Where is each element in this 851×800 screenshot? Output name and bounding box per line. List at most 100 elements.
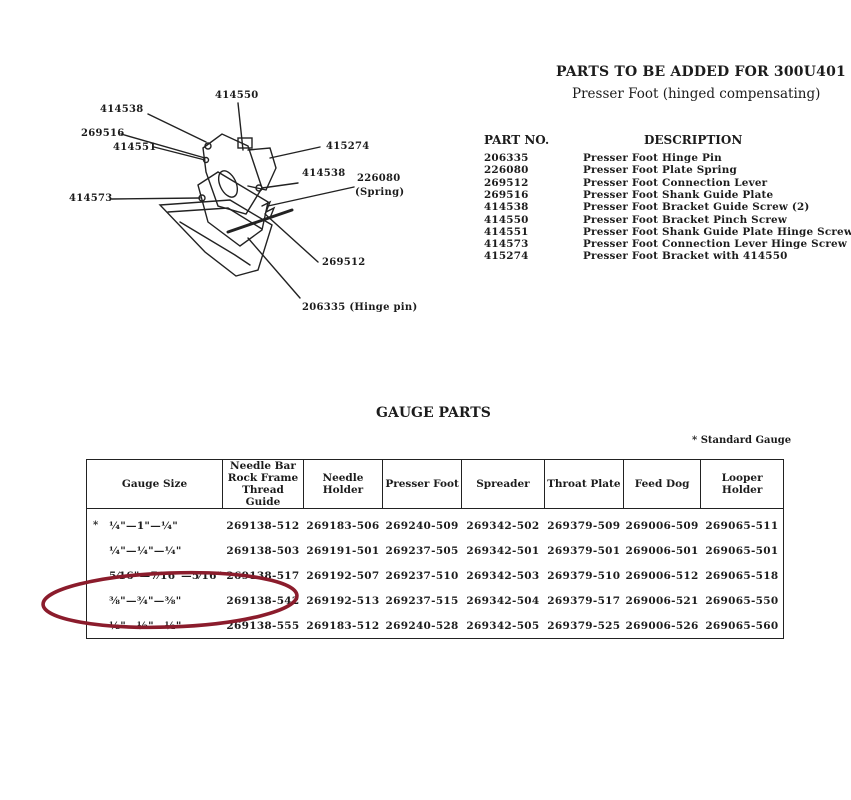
part-number-cell: 269006-526 xyxy=(625,619,699,632)
part-number-cell: 269065-511 xyxy=(705,519,779,532)
parts-title: PARTS TO BE ADDED FOR 300U401 xyxy=(556,64,846,80)
column-header: Feed Dog xyxy=(622,459,702,509)
foot-sole-edge xyxy=(167,207,263,230)
part-number-cell: 269006-501 xyxy=(625,544,699,557)
screw-414538-a xyxy=(204,142,212,150)
part-number: 269516 xyxy=(484,188,529,201)
gauge-body: *¼"—1"—¼"269138-512 269183-506 269240-509 2… xyxy=(86,508,784,639)
part-number: 414550 xyxy=(484,213,529,226)
part-description: Presser Foot Shank Guide Plate xyxy=(583,188,774,201)
column-header: Spreader xyxy=(461,459,545,509)
callout-spring: (Spring) xyxy=(355,187,405,198)
leader-226080 xyxy=(267,186,355,207)
part-description: Presser Foot Bracket with 414550 xyxy=(583,250,788,263)
gauge-size-cell: ¼"—¼"—¼" xyxy=(87,538,223,563)
part-number-cell: 269379-517 xyxy=(547,594,621,607)
gauge-size-cell: *¼"—1"—¼" xyxy=(87,509,223,539)
callout-269512: 269512 xyxy=(322,257,366,268)
part-number-cell: 269065-560 xyxy=(705,619,779,632)
column-header: Gauge Size xyxy=(85,459,224,509)
leader-269512 xyxy=(264,213,319,263)
part-number-cell: 269379-525 xyxy=(547,619,621,632)
part-number-cell: 269342-504 xyxy=(466,594,540,607)
standard-gauge-note: * Standard Gauge xyxy=(692,435,792,446)
gauge-size: ⅜"—¾"—⅜" xyxy=(109,594,182,607)
callout-269516: 269516 xyxy=(81,128,125,139)
callout-415274: 415274 xyxy=(326,141,370,152)
part-number-cell: 269379-510 xyxy=(547,569,621,582)
callout-226080: 226080 xyxy=(357,173,401,184)
part-number-cell: 269379-509 xyxy=(547,519,621,532)
gauge-row: *¼"—1"—¼"269138-512 269183-506 269240-509 2… xyxy=(87,509,784,539)
guide-plate-slot xyxy=(217,170,239,198)
leader-414573 xyxy=(111,197,201,200)
part-number-cell: 269138-542 xyxy=(226,594,300,607)
bracket-shape xyxy=(247,147,277,191)
callout-414538-b: 414538 xyxy=(302,168,346,179)
part-number-cell: 269237-510 xyxy=(385,569,459,582)
part-description: Presser Foot Connection Lever xyxy=(583,176,768,189)
gauge-row: ⅜"—¾"—⅜" 269138-542 269192-513 269237-515 26… xyxy=(87,588,784,613)
parts-subtitle: Presser Foot (hinged compensating) xyxy=(572,86,821,102)
part-description: Presser Foot Bracket Guide Screw (2) xyxy=(583,201,810,214)
standard-marker: * xyxy=(93,519,99,531)
part-number-cell: 269237-515 xyxy=(385,594,459,607)
part-number-cell: 269006-521 xyxy=(625,594,699,607)
part-number-cell: 269138-555 xyxy=(226,619,300,632)
description-header: DESCRIPTION xyxy=(644,133,743,147)
screw-414573 xyxy=(198,194,206,202)
leader-206335 xyxy=(247,237,301,299)
shank-guide-plate-shape xyxy=(202,133,263,215)
gauge-size: ¼"—¼"—¼" xyxy=(109,544,182,557)
highlight-ellipse xyxy=(41,570,299,630)
callout-206335: 206335 (Hinge pin) xyxy=(302,302,418,313)
part-number: 414573 xyxy=(484,238,529,251)
part-no-header: PART NO. xyxy=(484,133,550,147)
callout-414550: 414550 xyxy=(215,90,259,101)
column-header: Looper Holder xyxy=(700,459,784,509)
connection-lever-shape xyxy=(197,171,269,247)
leader-414538-a xyxy=(147,113,207,143)
leader-414550 xyxy=(237,102,244,151)
part-description: Presser Foot Bracket Pinch Screw xyxy=(583,213,788,226)
part-description: Presser Foot Shank Guide Plate Hinge Scr… xyxy=(583,225,851,238)
screw-414551 xyxy=(202,156,210,164)
part-number-cell: 269183-512 xyxy=(306,619,380,632)
part-number: 269512 xyxy=(484,176,529,189)
part-number: 415274 xyxy=(484,250,529,263)
part-number-cell: 269138-512 xyxy=(226,519,300,532)
gauge-title: GAUGE PARTS xyxy=(376,405,491,421)
leader-269516 xyxy=(120,133,206,159)
part-description: Presser Foot Connection Lever Hinge Scre… xyxy=(583,238,848,251)
part-number-cell: 269183-506 xyxy=(306,519,380,532)
part-number: 414538 xyxy=(484,201,529,214)
foot-sole-shape xyxy=(158,199,273,277)
column-header: Needle Bar Rock Frame Thread Guide xyxy=(222,459,304,509)
callout-414551: 414551 xyxy=(113,142,157,153)
part-number-cell: 269006-509 xyxy=(625,519,699,532)
part-number: 206335 xyxy=(484,152,529,164)
part-number-cell: 269240-528 xyxy=(385,619,459,632)
part-description: Presser Foot Plate Spring xyxy=(583,164,737,177)
part-number-cell: 269342-502 xyxy=(466,519,540,532)
leader-415274 xyxy=(269,146,321,159)
part-number-cell: 269342-505 xyxy=(466,619,540,632)
column-header: Throat Plate xyxy=(543,459,624,509)
part-number-cell: 269138-503 xyxy=(226,544,300,557)
part-number-cell: 269342-503 xyxy=(466,569,540,582)
part-number-cell: 269192-513 xyxy=(306,594,380,607)
part-number-cell: 269237-505 xyxy=(385,544,459,557)
hinge-pin xyxy=(226,208,294,234)
column-header: Presser Foot xyxy=(382,459,463,509)
part-number-cell: 269342-501 xyxy=(466,544,540,557)
part-description: Presser Foot Hinge Pin xyxy=(583,152,722,164)
screw-414538-b xyxy=(255,184,263,192)
callout-414538-a: 414538 xyxy=(100,104,144,115)
part-number-cell: 269240-509 xyxy=(385,519,459,532)
foot-sole-inner xyxy=(179,221,251,266)
